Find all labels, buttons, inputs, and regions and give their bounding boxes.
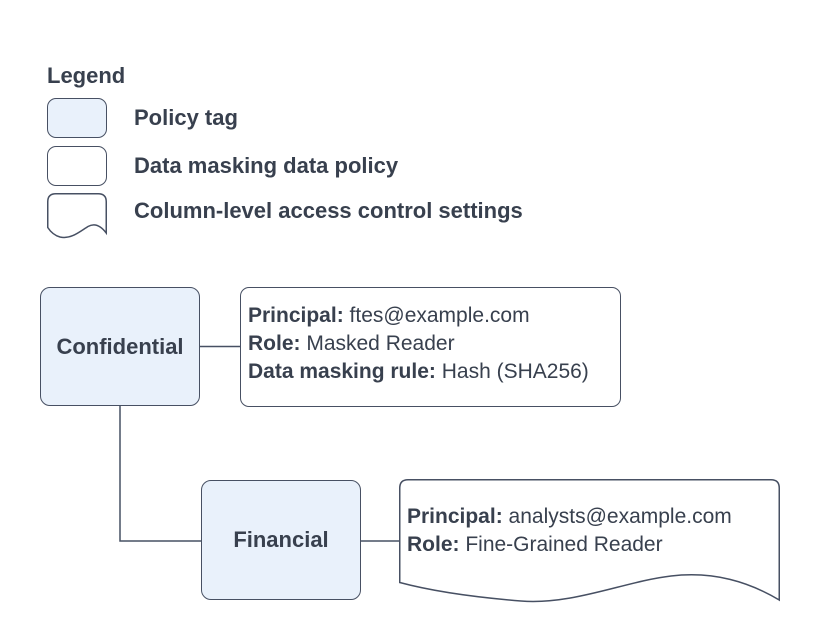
field-role-label: Role: [248,332,301,355]
legend-label-policy-tag: Policy tag [134,105,238,130]
field-role-value: Masked Reader [300,332,455,355]
node-financial-label: Financial [233,527,329,552]
legend-label-data-masking-policy: Data masking data policy [134,153,399,178]
column-access-text: Principal: analysts@example.com Role: Fi… [399,479,738,559]
field-principal: Principal: analysts@example.com [407,503,732,531]
connector-confidential-to-financial [119,406,201,542]
node-confidential-label: Confidential [56,333,184,359]
node-confidential: Confidential [40,287,200,406]
policy-card-column-access: Principal: analysts@example.com Role: Fi… [399,479,780,603]
field-masking-rule: Data masking rule: Hash (SHA256) [248,358,614,386]
legend-swatch-policy-tag [47,98,107,138]
legend-title: Legend [47,63,126,88]
field-principal: Principal: ftes@example.com [248,302,614,330]
field-principal-label: Principal: [407,505,503,528]
field-role: Role: Fine-Grained Reader [407,531,732,559]
field-principal-value: analysts@example.com [502,505,732,528]
field-principal-label: Principal: [248,304,344,327]
field-principal-value: ftes@example.com [343,304,530,327]
node-financial: Financial [201,480,361,600]
legend-swatch-column-access-document [47,193,107,239]
document-shape [399,479,780,603]
field-role-value: Fine-Grained Reader [459,533,663,556]
legend-label-column-access: Column-level access control settings [134,198,523,223]
field-role: Role: Masked Reader [248,330,614,358]
column-access-document-shape [399,479,780,603]
field-masking-rule-value: Hash (SHA256) [435,360,589,383]
field-role-label: Role: [407,533,460,556]
legend-swatch-data-masking-policy [47,146,107,186]
field-masking-rule-label: Data masking rule: [248,360,436,383]
policy-card-data-masking: Principal: ftes@example.com Role: Masked… [240,287,621,407]
document-shape [47,193,107,239]
